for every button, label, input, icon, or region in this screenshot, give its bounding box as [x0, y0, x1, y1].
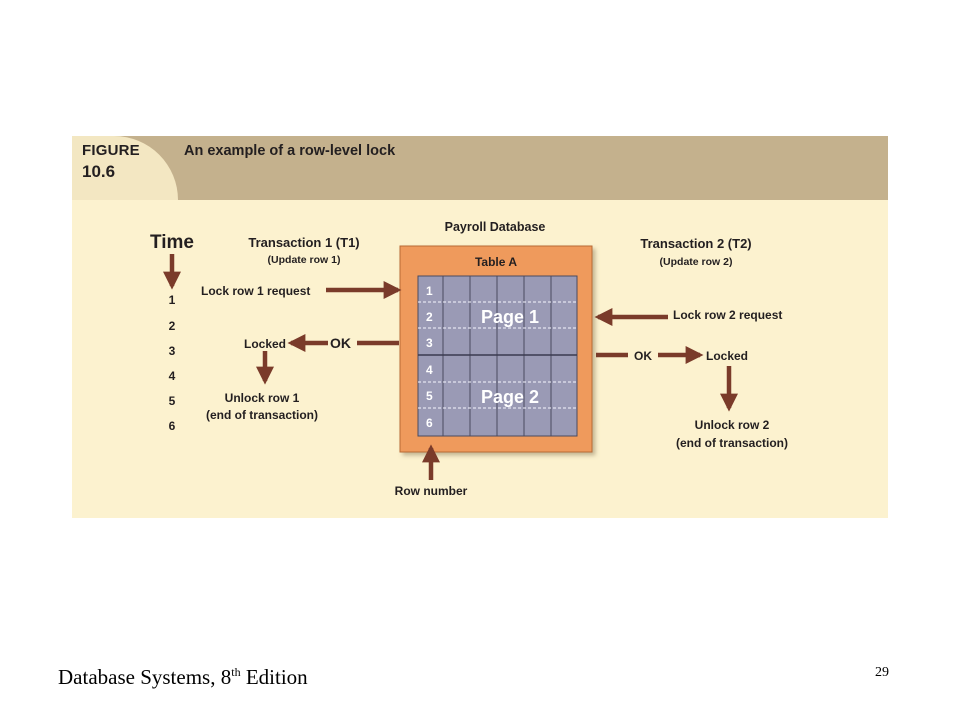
t2-request-label: Lock row 2 request	[673, 308, 782, 322]
row-number: 3	[426, 336, 433, 350]
t1-ok-label: OK	[330, 335, 351, 351]
t2-unlock-note: (end of transaction)	[676, 436, 788, 450]
t2-title: Transaction 2 (T2)	[640, 236, 751, 251]
t2-locked-label: Locked	[706, 349, 748, 363]
time-label: Time	[150, 232, 194, 253]
footer-superscript: th	[231, 665, 241, 679]
time-step: 3	[169, 344, 176, 358]
t1-title: Transaction 1 (T1)	[248, 235, 359, 250]
row-number: 4	[426, 363, 433, 377]
database-title: Payroll Database	[445, 220, 546, 234]
figure-panel: FIGURE 10.6 An example of a row-level lo…	[72, 136, 888, 518]
page2-label: Page 2	[481, 387, 539, 407]
row-number: 1	[426, 284, 433, 298]
footer-text-end: Edition	[240, 665, 308, 689]
page1-label: Page 1	[481, 307, 539, 327]
t1-locked-label: Locked	[244, 337, 286, 351]
t1-request-label: Lock row 1 request	[201, 284, 310, 298]
figure-title: An example of a row-level lock	[184, 143, 396, 159]
slide-footer: Database Systems, 8th Edition	[58, 665, 308, 690]
time-step: 1	[169, 293, 176, 307]
row-lock-diagram: Payroll Database Table A 1 2 3 4 5 6	[150, 220, 788, 498]
footer-text: Database Systems, 8	[58, 665, 232, 689]
figure-label: FIGURE	[82, 142, 140, 159]
t2-subtitle: (Update row 2)	[660, 256, 733, 268]
t1-unlock-note: (end of transaction)	[206, 408, 318, 422]
page-number: 29	[875, 665, 889, 680]
t1-subtitle: (Update row 1)	[268, 254, 341, 266]
time-step: 5	[169, 394, 176, 408]
t2-ok-label: OK	[634, 349, 652, 363]
row-number: 2	[426, 310, 433, 324]
row-number: 6	[426, 416, 433, 430]
time-step: 4	[169, 369, 176, 383]
t2-unlock-label: Unlock row 2	[695, 418, 770, 432]
figure-number: 10.6	[82, 162, 116, 181]
row-number-caption: Row number	[395, 484, 468, 498]
row-number: 5	[426, 389, 433, 403]
time-step: 6	[169, 419, 176, 433]
table-grid	[417, 275, 578, 437]
time-step: 2	[169, 319, 176, 333]
table-title: Table A	[475, 255, 517, 269]
t1-unlock-label: Unlock row 1	[225, 391, 300, 405]
figure-header: FIGURE 10.6 An example of a row-level lo…	[72, 136, 888, 200]
